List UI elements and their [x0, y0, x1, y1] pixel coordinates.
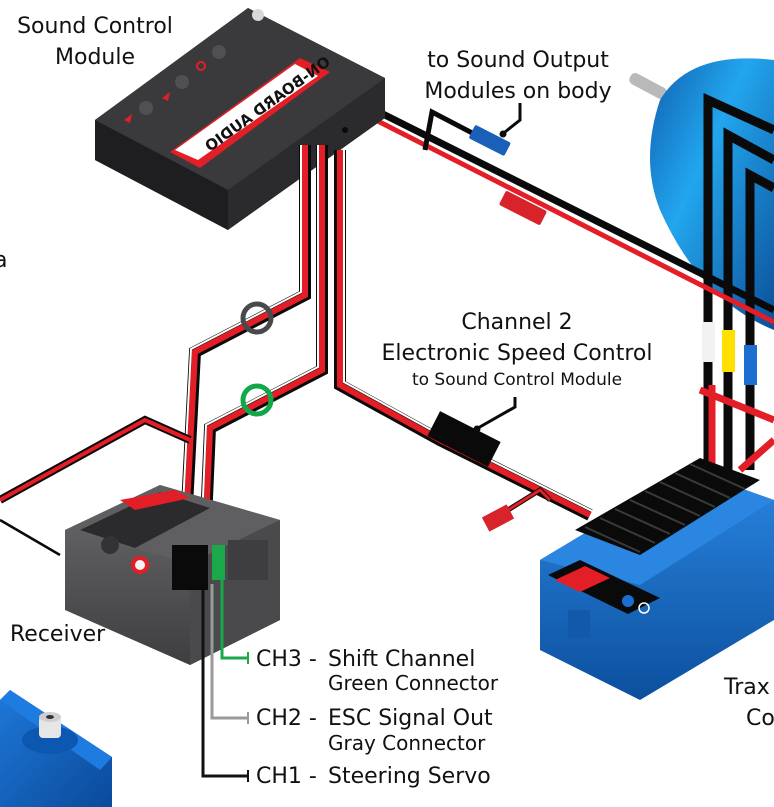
esc-label-subtitle: to Sound Control Module: [411, 370, 623, 390]
esc-switch-tab: [568, 610, 590, 638]
electronic-speed-control: [540, 458, 774, 700]
esc-label-line2: Electronic Speed Control: [381, 341, 653, 366]
channel-ch1-prefix: CH1 -: [256, 764, 317, 789]
esc-signal-connector: [427, 397, 552, 532]
servo-output-spline: [39, 716, 61, 738]
esc-bec-red-connector: [481, 504, 515, 532]
sound-output-label: to Sound Output Modules on body: [420, 45, 616, 107]
channel-ch2-detail: Gray Connector: [328, 731, 486, 755]
right-partial-label-line2: Co: [746, 706, 774, 731]
sound-control-module: ON-BOARD AUDIO: [95, 8, 385, 230]
channel-ch3-name: Shift Channel: [328, 647, 476, 672]
receiver-label: Receiver: [10, 622, 106, 647]
ch2-leader: [210, 584, 248, 720]
channel-ch2: CH2 - ESC Signal Out: [256, 703, 493, 734]
sound-output-label-line1: to Sound Output: [427, 48, 609, 73]
power-button[interactable]: [212, 45, 226, 59]
ch3-leader: [220, 578, 248, 660]
sound-output-leader: [504, 103, 522, 134]
sound-control-module-label: Sound Control Module: [5, 11, 185, 73]
motor-lead-1: [703, 93, 774, 330]
receiver-label-accent: [120, 490, 190, 510]
left-partial-label: a: [0, 248, 8, 273]
channel-ch1-name: Steering Servo: [328, 764, 491, 789]
power-indicator-icon: [196, 61, 206, 71]
receiver-port-block: [172, 545, 208, 590]
motor-lead-3: [745, 167, 774, 350]
esc-label: Channel 2 Electronic Speed Control to So…: [372, 307, 662, 391]
channel-ch3-prefix: CH3 -: [256, 647, 317, 672]
right-partial-label: Trax Co: [724, 672, 774, 734]
esc-power-button[interactable]: [622, 595, 634, 607]
receiver: [65, 485, 280, 665]
sound-control-module-label-line2: Module: [55, 45, 135, 70]
sound-module-harness: [179, 145, 595, 546]
brushless-motor: [629, 58, 774, 470]
ch3-green-connector: [212, 545, 225, 580]
volume-down-button[interactable]: [139, 101, 153, 115]
channel-ch2-prefix: CH2 -: [256, 706, 317, 731]
volume-plus-icon: [124, 114, 132, 123]
servo-lead: [0, 415, 192, 557]
channel-ch2-name: ESC Signal Out: [328, 706, 493, 731]
receiver-bind-button[interactable]: [101, 536, 119, 554]
gray-wire-marker: [240, 301, 274, 335]
motor-lead-blue-band: [744, 345, 757, 385]
green-wire-marker: [240, 383, 274, 417]
volume-up-button[interactable]: [175, 75, 189, 89]
esc-heatsink-fins: [584, 463, 746, 553]
sound-module-power-lead: [350, 96, 774, 325]
mounting-post: [252, 9, 264, 21]
esc-label-line1: Channel 2: [461, 310, 573, 335]
channel-ch3-detail: Green Connector: [328, 671, 499, 695]
sound-control-module-label-line1: Sound Control: [17, 14, 173, 39]
motor-shaft: [629, 73, 667, 99]
sound-output-label-line2: Modules on body: [424, 79, 612, 104]
motor-lead-2: [723, 127, 774, 340]
volume-minus-icon: [162, 92, 170, 101]
steering-servo: [0, 690, 112, 807]
right-partial-label-line1: Trax: [724, 675, 770, 700]
sound-output-connector: [469, 125, 511, 156]
channel-ch3: CH3 - Shift Channel: [256, 644, 475, 675]
motor-lead-white-band: [702, 322, 715, 362]
ch1-leader: [201, 590, 248, 778]
esc-leader-line: [477, 397, 517, 430]
channel-leader-lines: [201, 578, 249, 782]
esc-power-icon: [638, 602, 650, 614]
channel-ch1: CH1 - Steering Servo: [256, 761, 491, 792]
red-inline-connector: [499, 191, 547, 225]
motor-lead-yellow-band: [722, 330, 735, 372]
